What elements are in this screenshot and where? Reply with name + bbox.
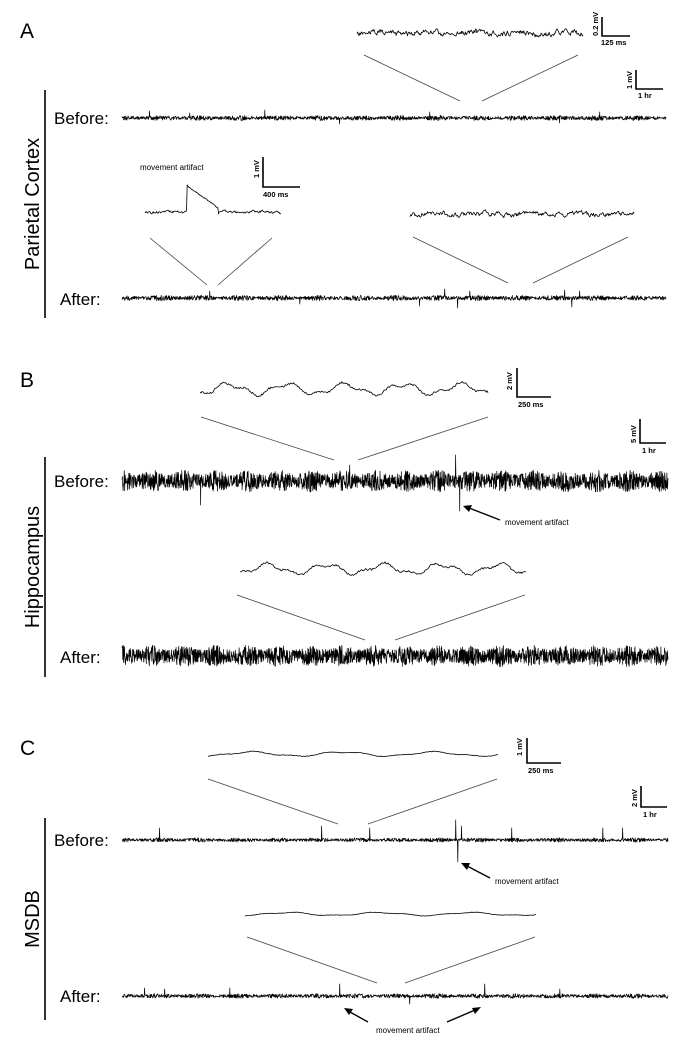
panel-a-region-label: Parietal Cortex — [22, 138, 44, 270]
panel-a-long-scalebar: 1 mV 1 hr — [625, 70, 663, 100]
panel-c-letter: C — [20, 737, 35, 760]
panel-a-after-label: After: — [60, 290, 101, 309]
panel-a-zoom-after-connector-right — [532, 236, 629, 284]
panel-b-before-trace — [121, 454, 669, 512]
panel-a-before-label: Before: — [54, 109, 109, 128]
panel-c-movement-artifact-label: movement artifact — [495, 877, 559, 886]
panel-b-zoom-after-trace — [239, 561, 527, 576]
panel-a-zoom-before-scalebar-v: 0.2 mV — [591, 12, 600, 36]
panel-c-long-scalebar: 2 mV 1 hr — [630, 786, 667, 819]
panel-c-movement-artifact-arrow — [461, 863, 491, 879]
panel-b-movement-artifact-arrow — [463, 505, 501, 521]
panel-c-after-trace — [121, 983, 669, 1005]
panel-a-movement-artifact-label: movement artifact — [140, 163, 204, 172]
panel-c-zoom-before-connector-right — [367, 778, 498, 825]
panel-b-before-label: Before: — [54, 472, 109, 491]
panel-b-long-scalebar-t: 1 hr — [642, 446, 656, 455]
panel-c-zoom-after-connector-left — [246, 936, 378, 984]
panel-a-before-trace — [121, 109, 667, 125]
panel-b-zoom-after-connector-right — [394, 594, 526, 641]
panel-c-zoom-scalebar: 1 mV 250 ms — [515, 738, 561, 775]
panel-a-zoom-before-connector-right — [481, 54, 579, 102]
panel-b: B Hippocampus 2 mV 250 ms 5 mV 1 hr Befo… — [20, 368, 669, 677]
panel-a-after-trace — [121, 288, 667, 309]
panel-b-letter: B — [20, 369, 34, 392]
panel-c-region-label: MSDB — [22, 890, 44, 948]
panel-b-zoom-scalebar: 2 mV 250 ms — [505, 368, 551, 409]
panel-c: C MSDB 1 mV 250 ms 2 mV 1 hr Before: mov… — [20, 737, 669, 1035]
panel-b-movement-artifact-label: movement artifact — [505, 518, 569, 527]
panel-a-long-scalebar-t: 1 hr — [638, 91, 652, 100]
panel-b-after-label: After: — [60, 648, 101, 667]
panel-c-movement-artifact-arrow-left — [344, 1008, 369, 1023]
panel-a-zoom-before-trace — [356, 28, 584, 38]
panel-c-zoom-after-trace — [244, 911, 536, 917]
panel-a-zoom-after-artifact-connector-right — [217, 237, 273, 286]
panel-a-zoom-after-trace — [409, 209, 635, 219]
panel-b-zoom-scalebar-v: 2 mV — [505, 372, 514, 390]
panel-a-zoom-after-artifact-connector-left — [149, 237, 208, 286]
panel-c-long-scalebar-v: 2 mV — [630, 789, 639, 807]
panel-b-zoom-before-trace — [199, 381, 489, 397]
panel-c-zoom-scalebar-v: 1 mV — [515, 738, 524, 756]
panel-b-long-scalebar: 5 mV 1 hr — [629, 419, 666, 455]
panel-c-zoom-scalebar-t: 250 ms — [528, 766, 553, 775]
panel-a-zoom-before-scalebar: 0.2 mV 125 ms — [591, 12, 630, 47]
panel-b-zoom-scalebar-t: 250 ms — [518, 400, 543, 409]
panel-a-zoom-before-scalebar-t: 125 ms — [601, 38, 626, 47]
panel-b-zoom-before-connector-right — [357, 416, 489, 461]
panel-b-zoom-after-connector-left — [236, 594, 366, 641]
panel-c-zoom-after-connector-right — [404, 936, 536, 984]
panel-b-region-label: Hippocampus — [22, 506, 44, 628]
panel-a-long-scalebar-v: 1 mV — [625, 71, 634, 89]
panel-c-movement-artifact-arrow-right — [446, 1007, 481, 1023]
panel-c-after-label: After: — [60, 987, 101, 1006]
panel-c-zoom-before-connector-left — [207, 778, 339, 825]
panel-a-zoom-after-scalebar-t: 400 ms — [263, 190, 288, 199]
panel-c-zoom-before-trace — [207, 750, 499, 757]
panel-c-before-trace — [121, 819, 669, 863]
panel-b-long-scalebar-v: 5 mV — [629, 425, 638, 443]
panel-a-zoom-after-artifact-trace — [144, 184, 282, 215]
panel-a: A Parietal Cortex 0.2 mV 125 ms 1 mV 1 h… — [20, 12, 667, 318]
panel-a-zoom-before-connector-left — [363, 54, 461, 102]
panel-a-letter: A — [20, 20, 34, 43]
panel-b-after-trace — [121, 644, 669, 668]
panel-b-zoom-before-connector-left — [200, 416, 335, 461]
panel-a-zoom-after-scalebar: 1 mV 400 ms — [252, 157, 300, 199]
panel-c-movement-artifact-label-after: movement artifact — [376, 1026, 440, 1035]
panel-c-before-label: Before: — [54, 831, 109, 850]
panel-c-long-scalebar-t: 1 hr — [643, 810, 657, 819]
panel-a-zoom-after-connector-left — [412, 236, 509, 284]
panel-a-zoom-after-scalebar-v: 1 mV — [252, 160, 261, 178]
